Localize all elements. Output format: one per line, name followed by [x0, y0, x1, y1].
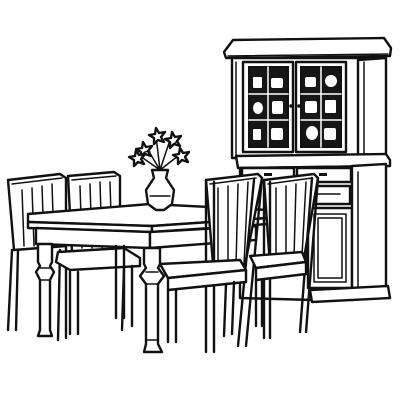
hutch-plinth — [308, 284, 392, 304]
vase-body — [144, 168, 176, 212]
hutch-left-glass-door — [241, 60, 295, 154]
hutch-dishes-left — [253, 77, 283, 140]
flower-vase — [127, 126, 191, 212]
hutch-dishes-right — [305, 75, 337, 140]
hutch-knob-left — [289, 104, 293, 108]
table-leg-front-center — [138, 246, 166, 354]
hutch-counter — [234, 152, 392, 170]
chair-front-left — [158, 172, 264, 354]
table-leg-front-left — [34, 242, 56, 338]
chair-back-middle-seat — [54, 246, 142, 272]
chair-front-right — [248, 172, 320, 340]
table-leg-back — [114, 244, 126, 320]
hutch-crown — [222, 36, 393, 60]
hutch-knob-right — [297, 104, 301, 108]
flower-heads — [127, 126, 191, 168]
hutch-cabinet — [222, 36, 393, 304]
hutch-right-glass-door — [294, 60, 348, 154]
chair-back-middle — [54, 170, 142, 336]
